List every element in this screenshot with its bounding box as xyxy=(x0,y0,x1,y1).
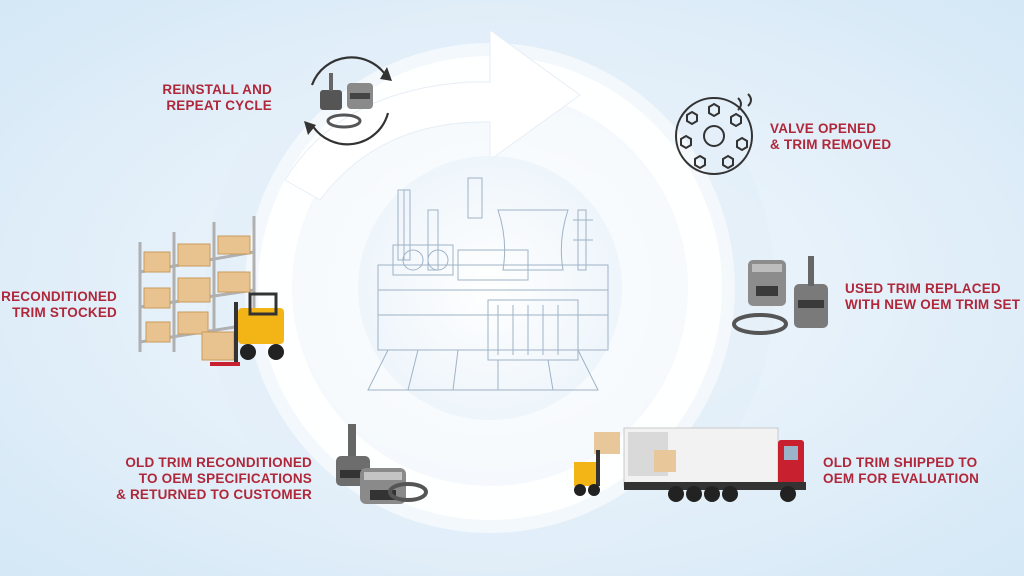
label-line: WITH NEW OEM TRIM SET xyxy=(845,297,1021,312)
valve-flange-icon xyxy=(675,93,753,175)
label-reconditioned: OLD TRIM RECONDITIONED TO OEM SPECIFICAT… xyxy=(110,455,312,503)
label-line: REPEAT CYCLE xyxy=(166,98,272,113)
label-line: & RETURNED TO CUSTOMER xyxy=(116,487,312,502)
label-stocked: RECONDITIONED TRIM STOCKED xyxy=(0,289,117,321)
label-line: VALVE OPENED xyxy=(770,121,877,136)
label-line: TRIM STOCKED xyxy=(12,305,117,320)
label-line: OEM FOR EVALUATION xyxy=(823,471,980,486)
semi-truck-forklift-icon xyxy=(574,427,806,502)
reconditioned-trim-icon xyxy=(336,424,428,504)
label-used-trim: USED TRIM REPLACED WITH NEW OEM TRIM SET xyxy=(845,281,1020,313)
label-line: & TRIM REMOVED xyxy=(770,137,892,152)
label-line: TO OEM SPECIFICATIONS xyxy=(138,471,312,486)
label-line: OLD TRIM RECONDITIONED xyxy=(125,455,312,470)
label-line: OLD TRIM SHIPPED TO xyxy=(823,455,978,470)
valve-trim-parts-icon xyxy=(732,256,828,335)
label-line: USED TRIM REPLACED xyxy=(845,281,1001,296)
label-shipped: OLD TRIM SHIPPED TO OEM FOR EVALUATION xyxy=(823,455,979,487)
label-line: REINSTALL AND xyxy=(162,82,272,97)
power-plant-illustration xyxy=(367,177,609,391)
plant-disc xyxy=(358,156,622,420)
label-line: RECONDITIONED xyxy=(1,289,117,304)
recycle-arrows-icon xyxy=(304,56,392,146)
label-reinstall: REINSTALL AND REPEAT CYCLE xyxy=(150,82,272,114)
warehouse-forklift-icon xyxy=(138,216,284,366)
label-valve-opened: VALVE OPENED & TRIM REMOVED xyxy=(770,121,891,153)
